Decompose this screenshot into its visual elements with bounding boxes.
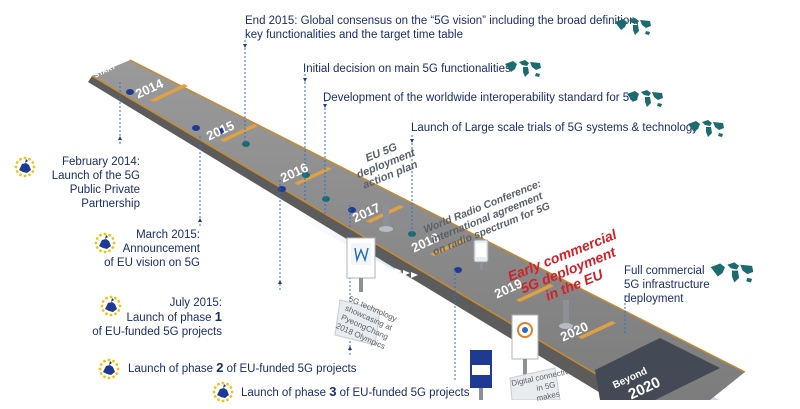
world-map-icon: [627, 90, 663, 107]
world-map-icon: [688, 120, 724, 137]
global-event-full-line1: Full commercial: [624, 265, 705, 277]
eu-event-jul-line3: of EU-funded 5G projects: [92, 326, 222, 338]
beyond-2020-block: [595, 338, 720, 400]
milestone-dot: [218, 128, 226, 134]
signpost-action-plan: [379, 205, 393, 232]
eu-event-jul-line1: July 2015:: [169, 297, 222, 309]
eu-event-feb-line2: Launch of the 5G: [51, 170, 140, 182]
eu-event-jul-line2: Launch of phase 1: [92, 310, 222, 325]
roadmap-road: [88, 40, 746, 400]
global-event-trials: Launch of Large scale trials of 5G syste…: [411, 122, 699, 134]
global-event-2015-line1: End 2015: Global consensus on the “5G vi…: [245, 15, 639, 27]
road-edge-right: [129, 59, 746, 373]
global-event-full-line3: deployment: [624, 293, 684, 305]
year-separator: [430, 238, 468, 256]
world-map-icon: [505, 60, 541, 77]
year-separator: [220, 124, 258, 142]
milestone-dot: [278, 186, 286, 192]
global-event-standard: Development of the worldwide interoperab…: [323, 92, 639, 104]
milestone-dot: [302, 172, 310, 178]
eu-stars-icon: [94, 232, 116, 254]
world-map-icon: [710, 262, 754, 283]
milestone-dot: [192, 125, 200, 131]
eu-event-phase3-pre: Launch of phase: [241, 387, 330, 399]
arrow-markers: [118, 44, 414, 350]
road-surface: [92, 60, 745, 400]
eu-event-jul-phase-num: 1: [214, 309, 222, 324]
eu-event-jul-line2-pre: Launch of phase: [126, 312, 215, 324]
eu-event-feb-line1: February 2014:: [62, 156, 140, 168]
milestone-dots: [126, 89, 462, 273]
eu-event-phase2-pre: Launch of phase: [128, 363, 217, 375]
eu-event-feb-2014: February 2014: Launch of the 5G Public P…: [52, 155, 140, 211]
year-separators: [150, 84, 616, 339]
milestone-dot: [242, 141, 250, 147]
milestone-dot: [454, 267, 462, 273]
world-map-icon: [615, 18, 651, 35]
eu-stars-icon: [98, 358, 120, 380]
global-event-full-line2: 5G infrastructure: [624, 279, 710, 291]
eu-event-phase-3: Launch of phase 3 of EU-funded 5G projec…: [241, 385, 469, 400]
euro2020-board: [470, 350, 492, 400]
milestone-dot: [348, 207, 356, 213]
eu-event-phase2-post: of EU-funded 5G projects: [223, 363, 357, 375]
eu-stars-icon: [212, 381, 234, 403]
olympics-board: [334, 237, 381, 346]
milestone-dot: [322, 196, 330, 202]
eu-event-phase2-num: 2: [216, 360, 224, 375]
global-event-initial-decision: Initial decision on main 5G functionalit…: [303, 63, 511, 75]
eu-event-mar-line1: March 2015:: [136, 229, 200, 241]
year-separator: [150, 84, 188, 102]
connectors: [119, 40, 626, 380]
tokyo-board: [509, 314, 561, 400]
eu-stars-icon: [14, 156, 36, 178]
eu-event-phase-2: Launch of phase 2 of EU-funded 5G projec…: [128, 361, 356, 376]
eu-event-mar-2015: March 2015: Announcement of EU vision on…: [104, 228, 200, 270]
global-event-2015-line2: key functionalities and the target time …: [245, 29, 463, 41]
eu-event-feb-line4: Partnership: [81, 198, 140, 210]
eu-event-feb-line3: Public Private: [69, 184, 140, 196]
global-event-2015-consensus: End 2015: Global consensus on the “5G vi…: [245, 14, 639, 42]
year-separator: [578, 321, 616, 339]
milestone-dot: [126, 89, 134, 95]
eu-event-phase3-post: of EU-funded 5G projects: [336, 387, 470, 399]
direction-chevrons: [395, 268, 418, 278]
eu-stars-icon: [100, 295, 122, 317]
eu-event-mar-line2: Announcement: [122, 243, 200, 255]
year-separator: [294, 167, 332, 185]
eu-event-mar-line3: of EU vision on 5G: [104, 257, 200, 269]
eu-event-phase3-num: 3: [329, 384, 337, 399]
signpost-wrc: [473, 239, 489, 270]
eu-event-jul-2015: July 2015: Launch of phase 1 of EU-funde…: [92, 296, 222, 339]
milestone-dot: [408, 231, 416, 237]
year-separator: [516, 284, 554, 302]
global-event-full-commercial: Full commercial 5G infrastructure deploy…: [624, 264, 710, 306]
signpost-early-commercial: [559, 300, 573, 329]
